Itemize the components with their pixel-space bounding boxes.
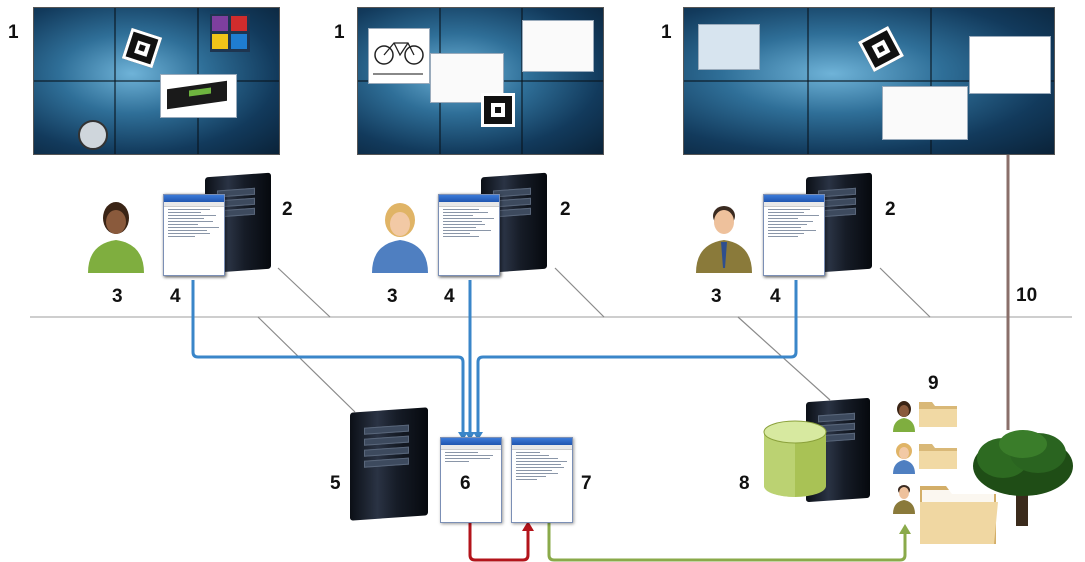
bicycle-icon — [374, 42, 424, 65]
label-video-wall-center: 1 — [334, 22, 345, 43]
arrowhead-green — [899, 524, 911, 534]
label-video-wall-left: 1 — [8, 22, 19, 43]
fiducial-marker-icon — [121, 27, 163, 69]
network-link-pc-center — [554, 267, 605, 318]
code-editor-window-icon — [440, 437, 502, 523]
user-avatar-icon — [696, 206, 752, 273]
round-widget-icon — [78, 120, 108, 150]
bicycle-grid-window — [522, 20, 594, 72]
label-user-folders: 9 — [928, 373, 939, 394]
label-user-right: 3 — [711, 286, 722, 307]
flow-blue-left — [191, 280, 465, 432]
folder-icon — [919, 402, 957, 427]
user-avatar-icon — [893, 485, 915, 514]
folder-icon — [919, 444, 957, 469]
network-link-pc-right — [879, 267, 931, 318]
label-pc-left: 2 — [282, 199, 293, 220]
fiducial-marker-icon — [858, 26, 904, 72]
tree-clock-window — [698, 24, 760, 70]
network-link-server — [257, 316, 356, 413]
user-avatar-icon — [893, 401, 915, 432]
code-editor-window-icon — [163, 194, 225, 276]
server-tower-icon — [350, 407, 428, 521]
label-editor-server-a: 6 — [460, 473, 471, 494]
video-wall-left — [33, 7, 280, 155]
tree-image-window — [969, 36, 1051, 94]
arrowhead-blue-1 — [458, 432, 468, 440]
label-editor-server-b: 7 — [581, 473, 592, 494]
code-editor-window-icon — [763, 194, 825, 276]
video-wall-right — [683, 7, 1055, 155]
label-result-arrow: 10 — [1016, 285, 1038, 306]
label-server: 5 — [330, 473, 341, 494]
arrowhead-red — [522, 521, 534, 531]
label-editor-right: 4 — [770, 286, 781, 307]
bicycle-window — [368, 28, 430, 84]
user-avatar-icon — [372, 203, 428, 273]
code-editor-window-icon — [511, 437, 573, 523]
arrowhead-blue-3 — [473, 432, 483, 440]
label-editor-left: 4 — [170, 286, 181, 307]
label-editor-center: 4 — [444, 286, 455, 307]
flow-red — [468, 522, 530, 562]
folder-icon — [920, 486, 998, 544]
gpu-card-window — [160, 74, 237, 118]
video-wall-center — [357, 7, 604, 155]
code-editor-window-icon — [438, 194, 500, 276]
fiducial-marker-icon — [481, 93, 515, 127]
label-user-center: 3 — [387, 286, 398, 307]
label-user-left: 3 — [112, 286, 123, 307]
tile-app-window — [210, 14, 250, 52]
database-cylinder-icon — [763, 420, 827, 497]
label-database: 8 — [739, 473, 750, 494]
network-link-pc-left — [277, 267, 331, 318]
flow-blue-right — [476, 280, 798, 432]
label-pc-center: 2 — [560, 199, 571, 220]
label-pc-right: 2 — [885, 199, 896, 220]
flow-green — [547, 522, 907, 562]
user-avatar-icon — [88, 202, 144, 273]
tree-list-window — [882, 86, 968, 140]
arrowhead-blue-2 — [465, 432, 475, 440]
tree-icon — [973, 430, 1073, 526]
user-avatar-icon — [893, 443, 915, 474]
label-video-wall-right: 1 — [661, 22, 672, 43]
